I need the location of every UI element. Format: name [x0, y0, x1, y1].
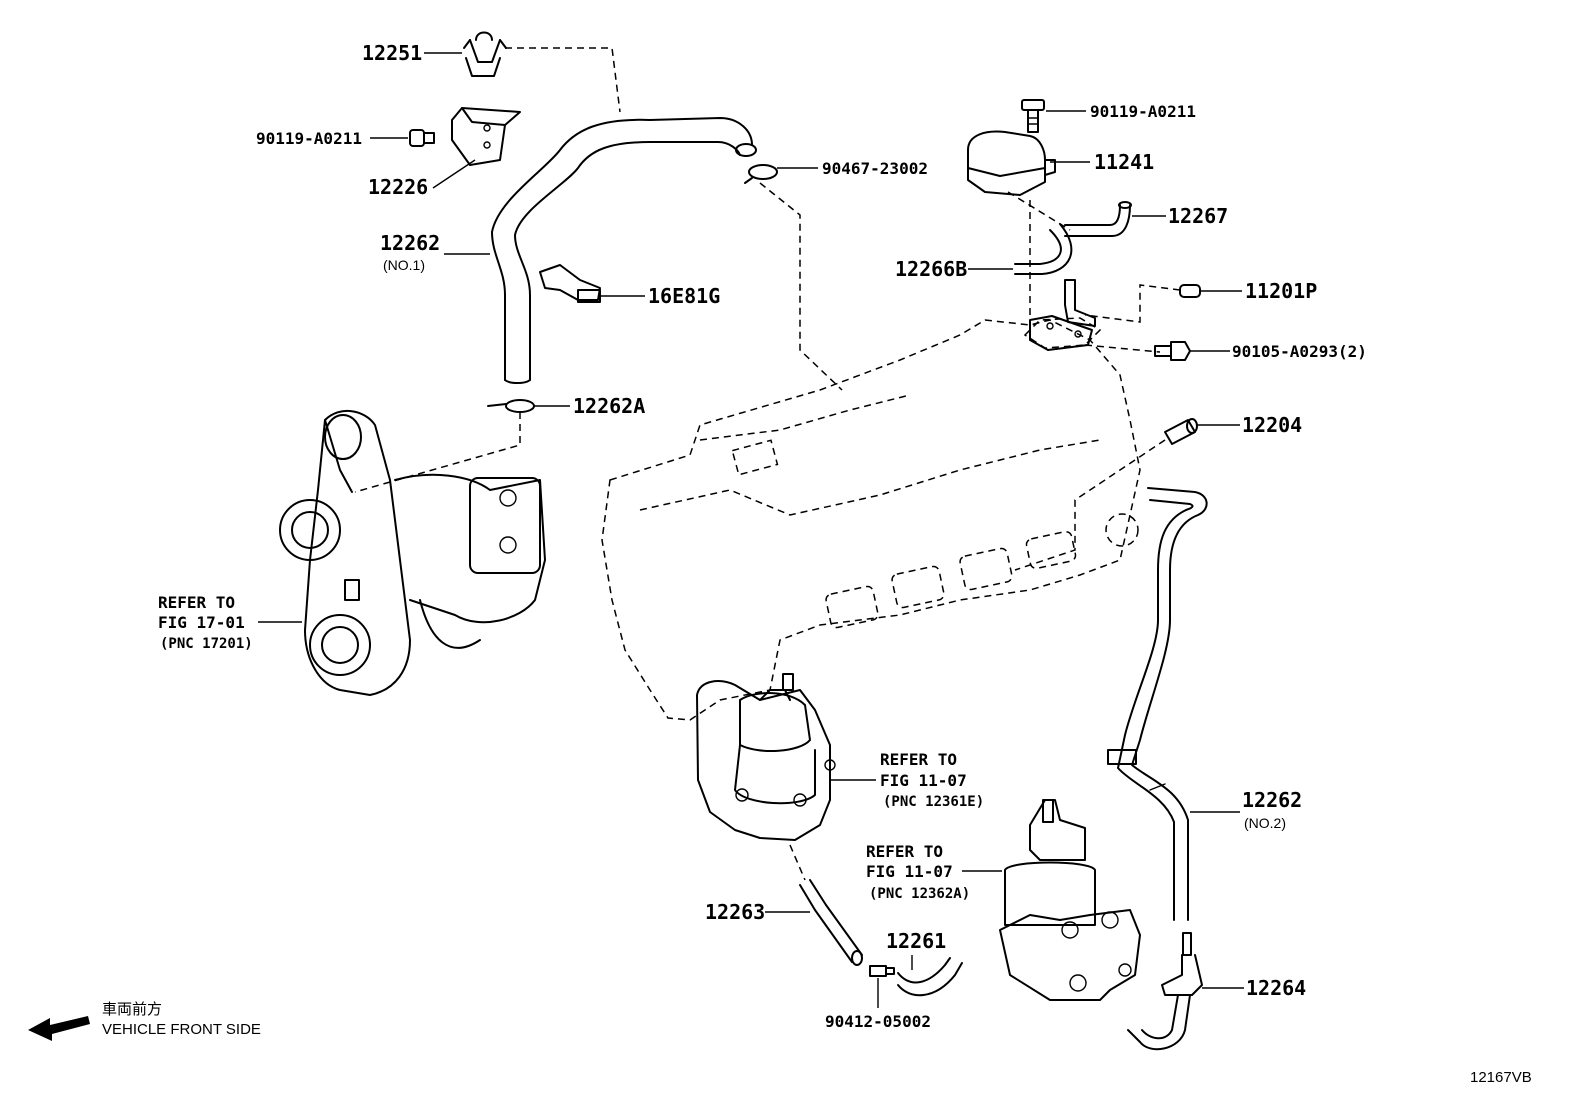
part-12263-hose [765, 879, 863, 966]
part-12262-hose-no1 [444, 117, 757, 384]
part-90119-A0211-bolt-right [1021, 99, 1086, 133]
part-valve-assembly [962, 799, 1141, 1001]
refer1-line1: REFER TO [158, 593, 235, 612]
part-12251-clamp [424, 31, 507, 77]
refer1-line2: FIG 17-01 [158, 613, 245, 632]
refer3-line3: (PNC 12362A) [869, 886, 970, 902]
refer1-line3: (PNC 17201) [160, 636, 253, 652]
label-90119-A0211-right: 90119-A0211 [1090, 102, 1196, 121]
label-16E81G: 16E81G [648, 284, 720, 308]
part-turbocharger [258, 409, 546, 696]
legend: 車両前方 VEHICLE FRONT SIDE [102, 1001, 261, 1038]
label-12262A: 12262A [573, 394, 645, 418]
engine-block [601, 317, 1141, 721]
label-90105-A0293: 90105-A0293(2) [1232, 342, 1367, 361]
legend-en: VEHICLE FRONT SIDE [102, 1021, 261, 1038]
part-12267-hose [1064, 201, 1166, 237]
label-12262-no1: 12262 [380, 231, 440, 255]
part-16E81G-sensor [539, 264, 645, 303]
part-12266B-hose [968, 223, 1073, 275]
part-12204-plug [1164, 418, 1240, 445]
arrow-left-icon [28, 1016, 90, 1041]
label-90119-A0211-left: 90119-A0211 [256, 129, 362, 148]
label-90467-23002: 90467-23002 [822, 159, 928, 178]
refer2-line3: (PNC 12361E) [883, 794, 984, 810]
refer2-line1: REFER TO [880, 750, 957, 769]
label-12266B: 12266B [895, 257, 967, 281]
legend-jp: 車両前方 [102, 1001, 162, 1018]
label-12262-no1-sub: (NO.1) [383, 257, 425, 273]
label-12262-no2-sub: (NO.2) [1244, 815, 1286, 831]
label-12226: 12226 [368, 175, 428, 199]
label-11241: 11241 [1094, 150, 1154, 174]
refer2-line2: FIG 11-07 [880, 771, 967, 790]
part-12262-hose-no2 [1107, 487, 1240, 921]
label-12251: 12251 [362, 41, 422, 65]
part-90467-23002-clip [744, 164, 818, 184]
part-90119-A0211-bolt-left [370, 129, 435, 147]
part-12261-hose [897, 955, 963, 997]
figure-code: 12167VB [1470, 1069, 1532, 1086]
part-exhaust-manifold [696, 673, 876, 841]
label-12261: 12261 [886, 929, 946, 953]
part-11241-housing [967, 130, 1090, 196]
part-90412-05002-fitting [869, 965, 895, 1008]
part-11201P-plug [1179, 284, 1242, 298]
reference-lines [354, 47, 1181, 881]
part-labels: 12251 90119-A0211 12226 12262 (NO.1) 16E… [158, 41, 1367, 1031]
part-pipe-bracket [1029, 279, 1096, 351]
part-12262A-clip [487, 399, 570, 413]
label-12267: 12267 [1168, 204, 1228, 228]
refer3-line1: REFER TO [866, 842, 943, 861]
label-12262-no2: 12262 [1242, 788, 1302, 812]
label-12263: 12263 [705, 900, 765, 924]
label-12264: 12264 [1246, 976, 1306, 1000]
part-90105-A0293-bolt [1154, 341, 1230, 361]
part-12264-hose [1127, 932, 1244, 1051]
label-12204: 12204 [1242, 413, 1302, 437]
part-12226-bracket [432, 107, 521, 189]
label-90412-05002: 90412-05002 [825, 1012, 931, 1031]
label-11201P: 11201P [1245, 279, 1317, 303]
refer3-line2: FIG 11-07 [866, 862, 953, 881]
